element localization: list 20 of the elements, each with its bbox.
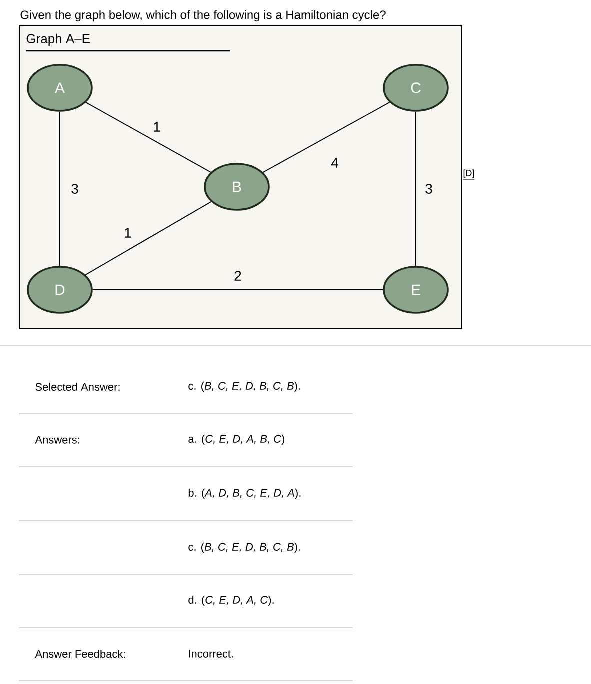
table-text: d. (C, E, D, A, C). (188, 596, 274, 606)
table-text: Incorrect. (189, 650, 234, 658)
question-text: Given the graph below, which of the following is a Hamiltonian cycle? (20, 10, 386, 22)
graph-edge (86, 102, 212, 173)
edge-weight: 2 (234, 271, 242, 281)
table-text: a. (C, E, D, A, B, C) (188, 434, 285, 446)
edge-weight: 1 (154, 122, 160, 132)
graph-edge (262, 102, 390, 174)
table-text: c. (B, C, E, D, B, C, B). (188, 382, 300, 392)
edge-weight: 3 (72, 184, 78, 194)
graph-edge (85, 201, 212, 276)
table-text: Answers: (35, 436, 80, 444)
reference-link: [D] (463, 170, 475, 180)
edge-weight: 4 (331, 158, 338, 168)
edge-weight: 1 (125, 228, 132, 238)
table-text: c. (B, C, E, D, B, C, B). (188, 542, 300, 554)
edge-weight: 3 (426, 184, 432, 194)
table-text: Selected Answer: (36, 382, 120, 392)
table-text: b. (A, D, B, C, E, D, A). (188, 488, 301, 500)
table-text: Answer Feedback: (35, 650, 126, 658)
